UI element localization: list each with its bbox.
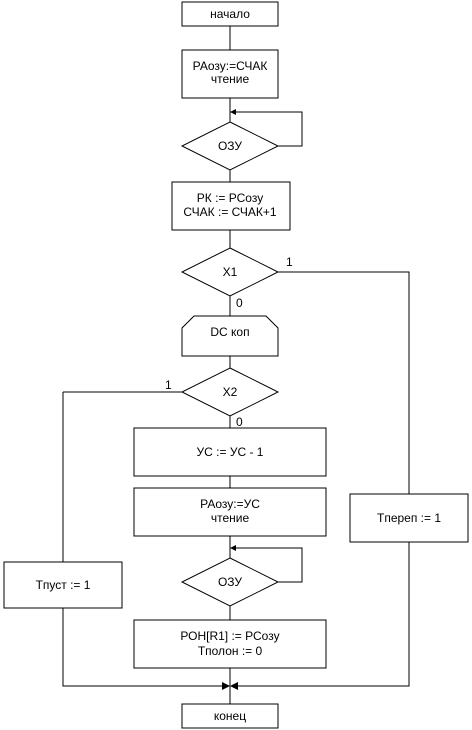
us-block-label: УС := УС - 1 bbox=[197, 445, 264, 459]
read-block-1-line2: чтение bbox=[211, 72, 250, 86]
read-process-block-2 bbox=[133, 487, 327, 537]
memory-decision-2-label: ОЗУ bbox=[218, 575, 242, 589]
end-terminal bbox=[181, 703, 279, 729]
read-process-block-1 bbox=[181, 49, 279, 99]
arrowhead bbox=[230, 109, 236, 115]
read-block-2-line2: чтение bbox=[211, 511, 250, 525]
merge-arrowhead-right bbox=[230, 682, 238, 690]
dc-block-label: DC коп bbox=[210, 325, 249, 339]
start-terminal bbox=[181, 1, 279, 27]
fetch-process-block bbox=[171, 181, 291, 231]
decision-x1-label: X1 bbox=[223, 265, 238, 279]
tpust-block bbox=[3, 561, 123, 609]
memory-decision-1-label: ОЗУ bbox=[218, 139, 242, 153]
tpust-block-label: Tпуст := 1 bbox=[36, 578, 91, 592]
fetch-block-line2: СЧАК := СЧАК+1 bbox=[183, 205, 277, 219]
memory-wait-loop-1 bbox=[236, 111, 303, 147]
ron-store-block bbox=[133, 619, 327, 669]
tpust-merge-line bbox=[62, 608, 224, 687]
tperep-block-label: Tпереп := 1 bbox=[377, 511, 441, 525]
ron-block-line1: РОН[R1] := РСозу bbox=[180, 629, 279, 643]
decision-x1-no-label: 0 bbox=[236, 296, 243, 310]
decision-x2-no-label: 0 bbox=[236, 415, 243, 429]
fetch-block-line1: РК := РСозу bbox=[197, 191, 263, 205]
tperep-block bbox=[349, 493, 469, 543]
end-label: конец bbox=[214, 709, 246, 723]
decision-x2-yes-label: 1 bbox=[165, 378, 172, 392]
merge-arrowhead-left bbox=[222, 682, 230, 690]
read-block-1-line1: РАозу:=СЧАК bbox=[193, 59, 268, 73]
ron-block-line2: Tполон := 0 bbox=[198, 644, 263, 658]
x1-yes-branch bbox=[236, 271, 410, 687]
read-block-2-line1: РАозу:=УС bbox=[200, 497, 260, 511]
decision-x1-yes-label: 1 bbox=[286, 255, 293, 269]
arrowhead bbox=[230, 545, 236, 551]
decision-x2-label: X2 bbox=[223, 385, 238, 399]
dc-opcode-block bbox=[181, 315, 279, 357]
start-label: начало bbox=[210, 7, 250, 21]
memory-wait-loop-2 bbox=[236, 547, 303, 583]
